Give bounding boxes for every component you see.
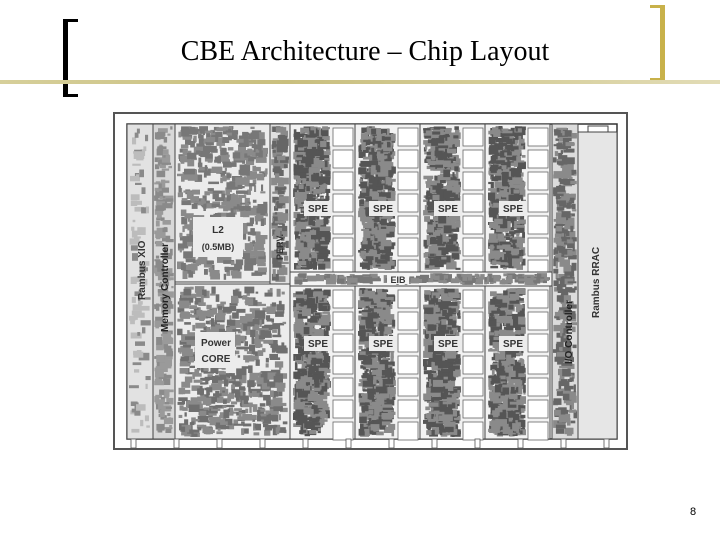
spe-area: SPE SPE SPE SPE SPE SPE SPE SPE xyxy=(289,123,551,441)
spe-block: SPE xyxy=(484,123,551,279)
spe-block: SPE xyxy=(419,285,486,441)
title-underline xyxy=(0,80,720,84)
perv-block: PERV. xyxy=(269,123,291,285)
perv-label: PERV. xyxy=(275,234,285,260)
page-number: 8 xyxy=(690,506,697,518)
spe-label: SPE xyxy=(373,204,393,215)
rambus-rrac-label: Rambus RRAC xyxy=(591,247,602,318)
rambus-rrac-strip: Rambus RRAC xyxy=(577,125,618,440)
right-bracket-decoration xyxy=(650,5,665,81)
bottom-pads xyxy=(130,438,610,449)
eib-bus: EIB xyxy=(289,271,553,287)
power-core-region: Power CORE xyxy=(174,283,291,440)
io-controller-strip: I/O Controller xyxy=(551,123,579,440)
left-bracket-decoration xyxy=(63,19,78,97)
l2-cache-region: L2 (0.5MB) xyxy=(174,123,271,283)
spe-label: SPE xyxy=(308,339,328,350)
spe-block: SPE xyxy=(354,123,421,279)
slide-title: CBE Architecture – Chip Layout xyxy=(180,36,550,67)
power-label: Power xyxy=(201,338,231,349)
spe-label: SPE xyxy=(503,204,523,215)
rambus-xio-label: Rambus XIO xyxy=(137,240,148,300)
spe-block: SPE xyxy=(354,285,421,441)
memory-controller-label: Memory Controller xyxy=(160,243,171,332)
chip-layout-diagram: Rambus XIO Memory Controller L2 (0.5MB) … xyxy=(113,112,628,450)
spe-block: SPE xyxy=(484,285,551,441)
rambus-xio-strip: Rambus XIO xyxy=(126,123,154,440)
l2-label: L2 xyxy=(212,225,224,236)
core-label: CORE xyxy=(202,354,231,365)
eib-label: EIB xyxy=(390,275,406,285)
l2-size-label: (0.5MB) xyxy=(202,242,235,252)
spe-label: SPE xyxy=(503,339,523,350)
spe-label: SPE xyxy=(438,339,458,350)
spe-block: SPE xyxy=(419,123,486,279)
io-controller-label: I/O Controller xyxy=(564,300,575,364)
spe-block: SPE xyxy=(289,285,356,441)
spe-label: SPE xyxy=(308,204,328,215)
spe-label: SPE xyxy=(373,339,393,350)
memory-controller-strip: Memory Controller xyxy=(152,123,176,440)
spe-block: SPE xyxy=(289,123,356,279)
spe-label: SPE xyxy=(438,204,458,215)
